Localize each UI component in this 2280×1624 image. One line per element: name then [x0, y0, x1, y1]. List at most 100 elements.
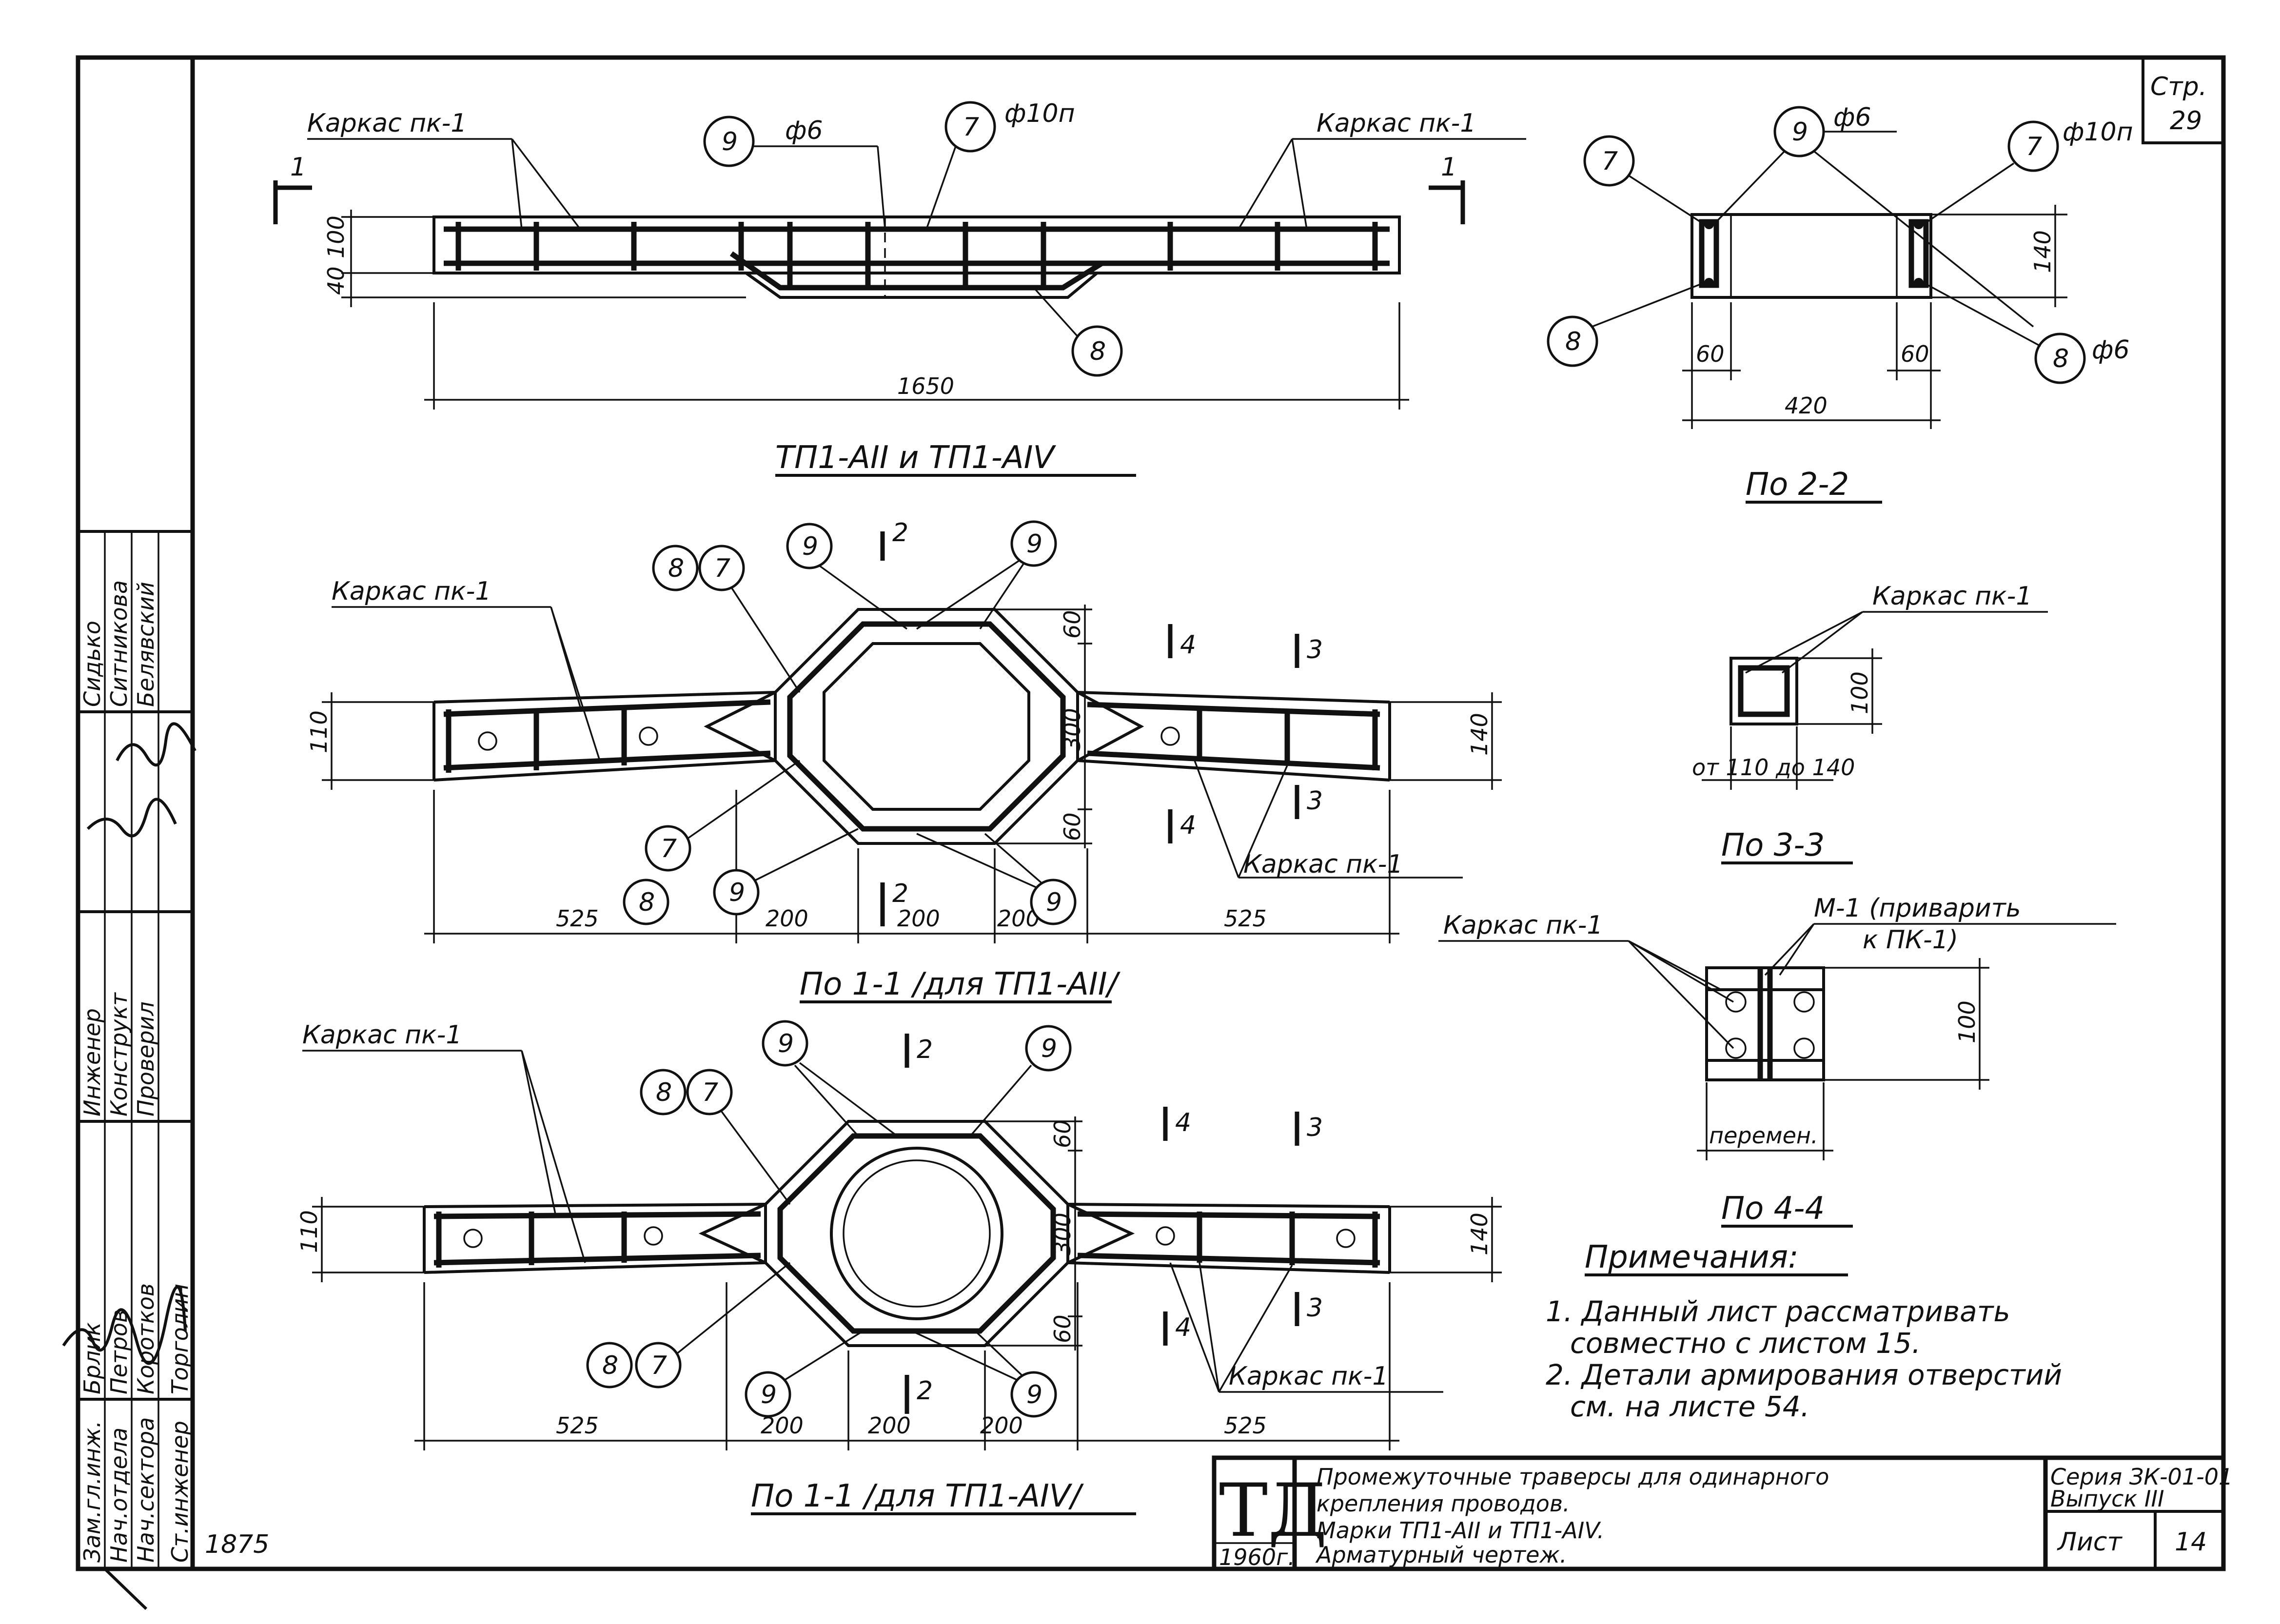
s33-frame-label: Каркас пк-1	[1872, 582, 2032, 611]
top-dim-total: 1650	[897, 373, 954, 399]
signature-2	[86, 798, 177, 838]
a4-sec2-bottom: 2	[917, 1376, 933, 1406]
view-section-2-2: 140 60 60 420 7 9 ф6 7 ф10п 8 8 ф6 По 2-…	[1547, 103, 2133, 504]
a2-dim-300: 300	[1059, 708, 1085, 751]
sheet-frame: Стр. 29 1875	[76, 55, 2226, 1610]
top-callout-9: 9	[722, 127, 738, 157]
a4-callout-9c: 9	[761, 1380, 777, 1409]
top-callout-8: 8	[1090, 337, 1106, 366]
s22-dim-left: 60	[1696, 341, 1725, 367]
stamp-name-1: Брлик	[79, 1322, 105, 1394]
a4-callout-9a: 9	[778, 1029, 794, 1058]
top-callout-9-dia: ф6	[785, 116, 823, 145]
title-logo: ТД	[1219, 1468, 1327, 1553]
s44-plate-label-2: к ПК-1)	[1863, 925, 1958, 955]
s44-frame-label: Каркас пк-1	[1443, 911, 1603, 940]
top-view-title: ТП1-АII и ТП1-АIV	[775, 440, 1057, 476]
a4-dim-525a: 525	[556, 1412, 599, 1439]
a2-dim-200b: 200	[897, 905, 940, 932]
a4-dim-300: 300	[1049, 1213, 1076, 1255]
a2-dim-60b: 60	[1059, 812, 1085, 841]
a2-callout-9d: 9	[1046, 888, 1062, 917]
a2-sec2-top: 2	[892, 518, 908, 548]
a4-frame-label-right: Каркас пк-1	[1229, 1362, 1388, 1391]
a2-dim-left-h: 110	[306, 710, 332, 753]
page-number: 29	[2170, 106, 2202, 136]
view-section-4-4: 100 перемен. Каркас пк-1 М-1 (приварить …	[1438, 894, 2116, 1228]
notes: Примечания: 1. Данный лист рассматривать…	[1546, 1239, 2062, 1423]
s22-callout-7-right: 7	[2026, 132, 2042, 161]
signature-3	[116, 722, 197, 767]
top-frame-label-right: Каркас пк-1	[1317, 109, 1476, 138]
s44-dim-h: 100	[1954, 1000, 1980, 1043]
a4-callout-8: 8	[656, 1078, 672, 1107]
side-stamp: Зам.гл.инж. Нач.отдела Нач.сектора Ст.ин…	[62, 580, 197, 1563]
stamp-role-2: Нач.отдела	[106, 1428, 132, 1563]
stamp-name-7: Белявский	[133, 582, 159, 707]
a4-dim-200b: 200	[868, 1412, 911, 1439]
title-desc-1: Промежуточные траверсы для одинарного	[1317, 1464, 1829, 1490]
title-series: Серия ЗК-01-01	[2050, 1464, 2233, 1490]
title-sheet-label: Лист	[2057, 1527, 2123, 1557]
s33-dim-w: от 110 до 140	[1692, 754, 1855, 781]
a2-sec4-top: 4	[1180, 630, 1196, 660]
a2-callout-8b: 8	[639, 888, 655, 917]
a4-callout-9d: 9	[1026, 1380, 1042, 1409]
s44-plate-label-1: М-1 (приварить	[1814, 894, 2021, 923]
a4-title: По 1-1 /для ТП1-АIV/	[751, 1478, 1084, 1514]
note-2b: см. на листе 54.	[1570, 1390, 1809, 1423]
a2-dim-525b: 525	[1224, 905, 1267, 932]
a2-callout-9c: 9	[729, 878, 745, 907]
a4-sec4-top: 4	[1175, 1108, 1191, 1137]
a4-dim-200c: 200	[980, 1412, 1023, 1439]
serial-mark: 1875	[205, 1530, 269, 1559]
a2-callout-7b: 7	[661, 834, 677, 863]
top-dim-h1: 100	[323, 215, 349, 258]
a4-sec3-top: 3	[1307, 1113, 1323, 1142]
page-label: Стр.	[2150, 72, 2207, 101]
s22-dim-width: 420	[1785, 392, 1828, 419]
title-sheet-no: 14	[2175, 1527, 2207, 1557]
title-desc-3: Марки ТП1-АII и ТП1-АIV.	[1317, 1517, 1604, 1544]
a2-sec2-bottom: 2	[892, 879, 908, 908]
a2-dim-right-h: 140	[1466, 713, 1493, 756]
a4-sec4-bottom: 4	[1175, 1313, 1191, 1342]
a2-sec3-bottom: 3	[1307, 786, 1323, 816]
s22-callout-8-right-dia: ф6	[2092, 335, 2130, 365]
s22-callout-8-left: 8	[1565, 327, 1581, 356]
a4-callout-7: 7	[702, 1078, 718, 1107]
stamp-name-2: Петров	[106, 1310, 132, 1394]
a4-frame-label: Каркас пк-1	[302, 1020, 462, 1050]
view-section-1-1-a2: 110 140 60 300 60 525 200 200 200 525 2 …	[306, 518, 1502, 1003]
a2-sec3-top: 3	[1307, 635, 1323, 665]
a4-dim-right-h: 140	[1466, 1213, 1493, 1255]
a2-dim-525a: 525	[556, 905, 599, 932]
stamp-name-6: Ситникова	[106, 580, 132, 707]
a2-dim-60a: 60	[1059, 610, 1085, 639]
s22-callout-9: 9	[1792, 117, 1808, 147]
a4-sec2-top: 2	[917, 1035, 933, 1064]
title-issue: Выпуск III	[2050, 1486, 2164, 1512]
a4-dim-525b: 525	[1224, 1412, 1267, 1439]
s33-dim-h: 100	[1847, 671, 1873, 714]
top-section-mark-right: 1	[1441, 153, 1457, 182]
top-dim-h2: 40	[323, 266, 349, 295]
a2-callout-9a: 9	[802, 532, 818, 561]
top-callout-7-dia: ф10п	[1004, 99, 1075, 128]
notes-heading: Примечания:	[1585, 1239, 1799, 1275]
s22-dim-height: 140	[2029, 230, 2056, 273]
a4-dim-60b: 60	[1049, 1314, 1076, 1343]
note-1a: 1. Данный лист рассматривать	[1546, 1295, 2010, 1328]
stamp-role-6: Конструкт	[106, 992, 132, 1116]
a2-frame-label-right: Каркас пк-1	[1243, 850, 1403, 879]
stamp-role-7: Проверил	[133, 1001, 159, 1116]
note-2a: 2. Детали армирования отверстий	[1546, 1358, 2062, 1391]
a4-callout-9b: 9	[1041, 1034, 1057, 1063]
view-section-1-1-a4: 110 140 60 300 60 525 200 200 200 525 2 …	[296, 1020, 1502, 1515]
s44-dim-w: перемен.	[1709, 1122, 1818, 1149]
a2-dim-200a: 200	[766, 905, 808, 932]
a4-dim-60a: 60	[1049, 1119, 1076, 1148]
stamp-role-1: Зам.гл.инж.	[79, 1421, 105, 1563]
top-section-mark-left: 1	[290, 153, 306, 182]
